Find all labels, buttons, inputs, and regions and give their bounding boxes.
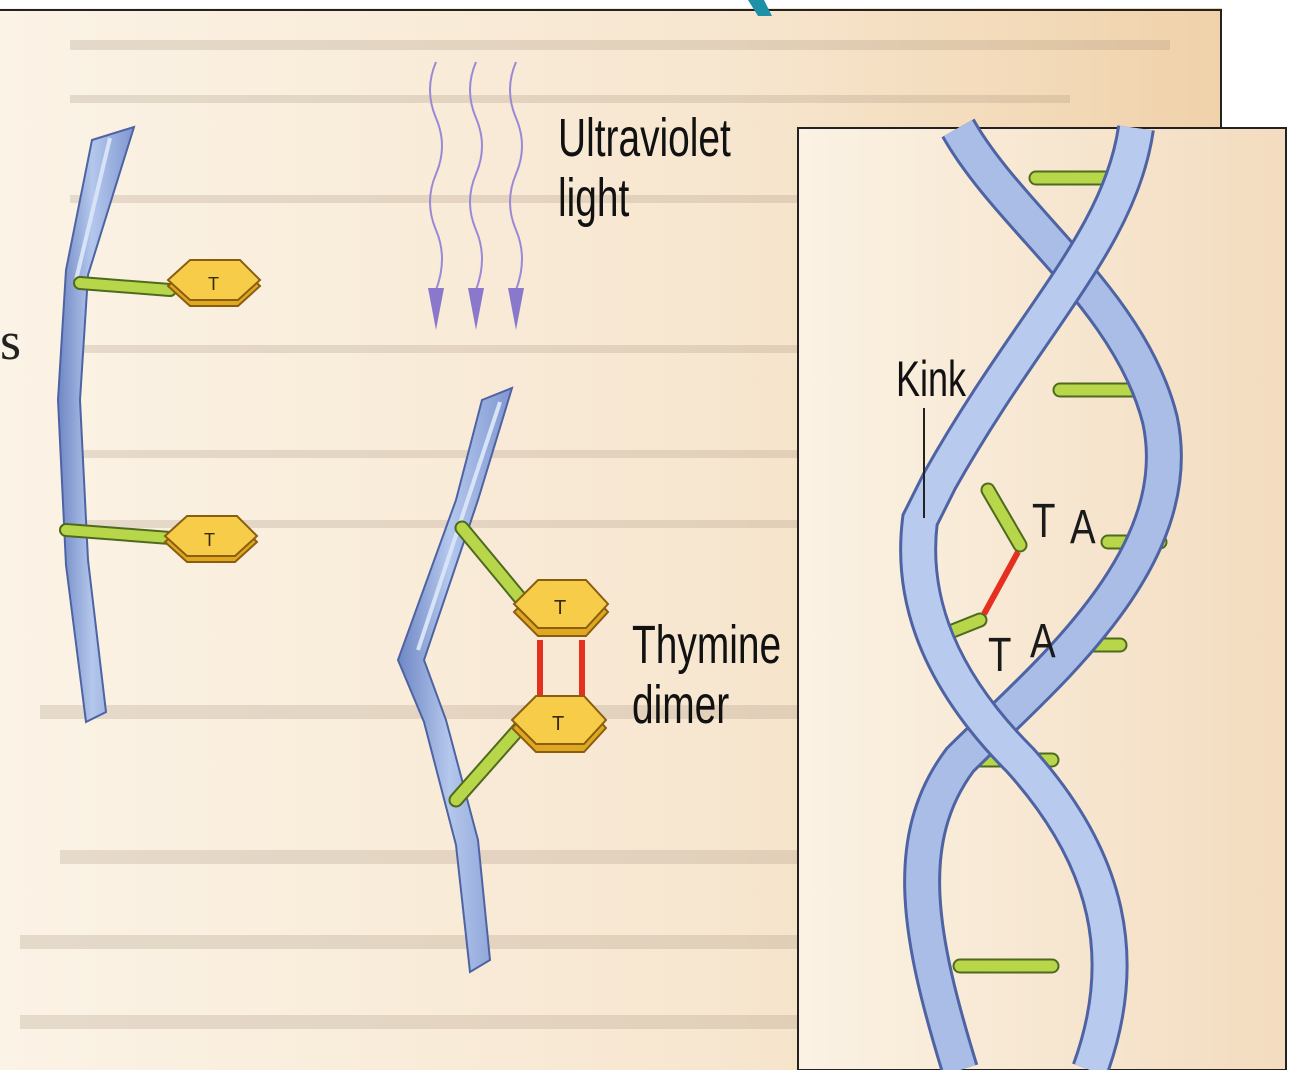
uv-label-line2: light bbox=[558, 168, 731, 228]
uv-label-line1: Ultraviolet bbox=[558, 108, 731, 168]
ultraviolet-light-label: Ultraviolet light bbox=[558, 108, 731, 229]
dimer-label-line2: dimer bbox=[632, 675, 781, 735]
base-label-a-lower: A bbox=[1030, 614, 1056, 669]
base-label-t-upper: T bbox=[1032, 494, 1055, 549]
base-label-a-upper: A bbox=[1070, 500, 1096, 555]
helix-panel bbox=[798, 128, 1286, 1070]
edge-text-fragment: s bbox=[0, 310, 21, 372]
thymine-dimer-label: Thymine dimer bbox=[632, 615, 781, 736]
thymine-symbol: T bbox=[552, 713, 564, 735]
dimer-label-line1: Thymine bbox=[632, 615, 781, 675]
thymine-symbol: T bbox=[208, 274, 219, 294]
kink-label: Kink bbox=[896, 350, 966, 408]
thymine-symbol: T bbox=[554, 597, 566, 619]
thymine-symbol: T bbox=[204, 530, 215, 550]
base-label-t-lower: T bbox=[988, 628, 1011, 683]
